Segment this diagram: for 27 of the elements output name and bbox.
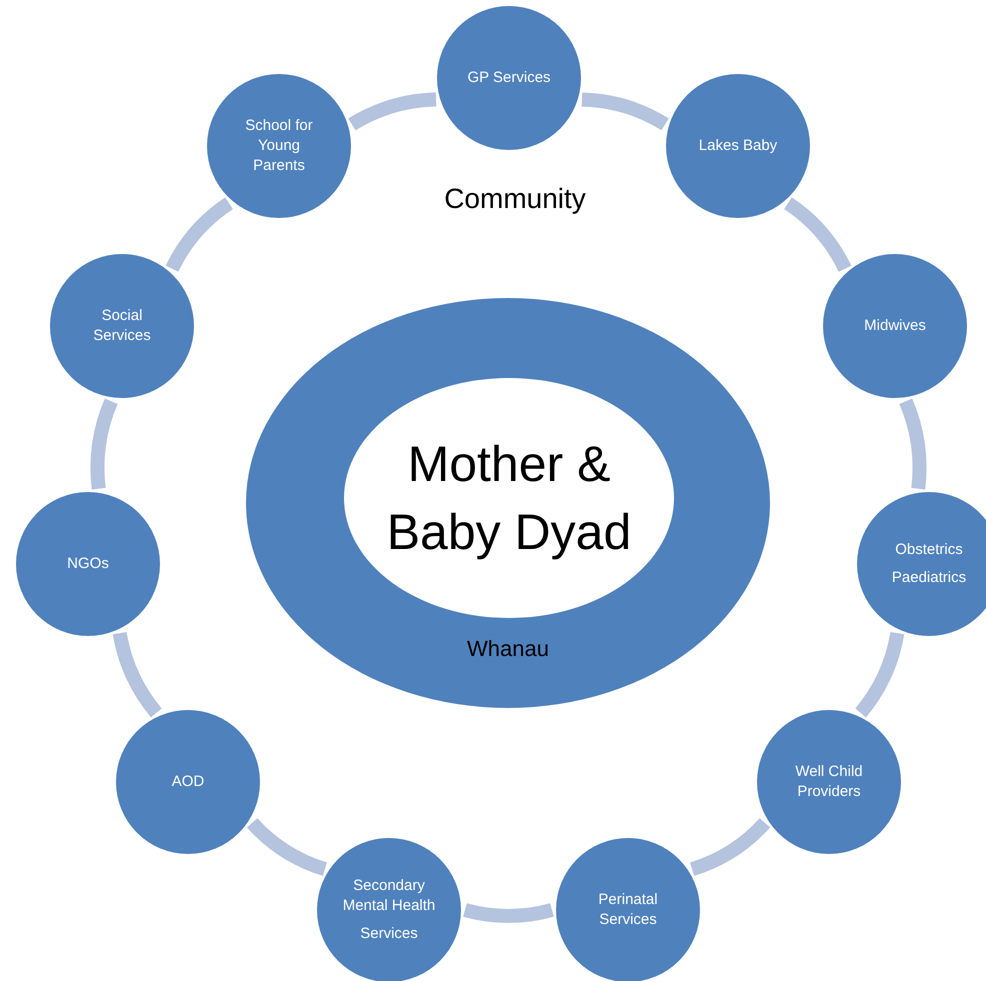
group-label: Community bbox=[443, 183, 587, 215]
node-text: NGOs bbox=[67, 554, 109, 574]
connector-band bbox=[166, 198, 233, 272]
connector-band bbox=[855, 632, 904, 718]
node-text: Lakes Baby bbox=[698, 136, 778, 156]
connector-band bbox=[582, 92, 669, 130]
node-text: Well Child Providers bbox=[794, 762, 864, 802]
node-text: Perinatal Services bbox=[597, 890, 659, 930]
node-text: Obstetrics bbox=[895, 540, 963, 560]
connector-band bbox=[784, 198, 852, 272]
node-text: GP Services bbox=[467, 68, 551, 88]
connector-band bbox=[463, 903, 554, 923]
connector-band bbox=[112, 632, 162, 718]
connector-band bbox=[348, 92, 436, 130]
center-title: Mother & Baby Dyad bbox=[386, 435, 632, 562]
node-text: Secondary Mental Health bbox=[342, 876, 436, 916]
connector-band bbox=[90, 398, 118, 490]
node-text: Social Services bbox=[92, 306, 152, 346]
connector-band bbox=[247, 818, 328, 876]
node-text: Midwives bbox=[864, 316, 926, 336]
node-text: Services bbox=[360, 924, 418, 944]
node-text: School for Young Parents bbox=[244, 116, 314, 176]
node-text: AOD bbox=[172, 772, 204, 792]
node-text: Paediatrics bbox=[892, 568, 966, 588]
connector-band bbox=[899, 398, 927, 490]
connector-band bbox=[690, 818, 770, 876]
ring-label: Whanau bbox=[466, 636, 550, 662]
